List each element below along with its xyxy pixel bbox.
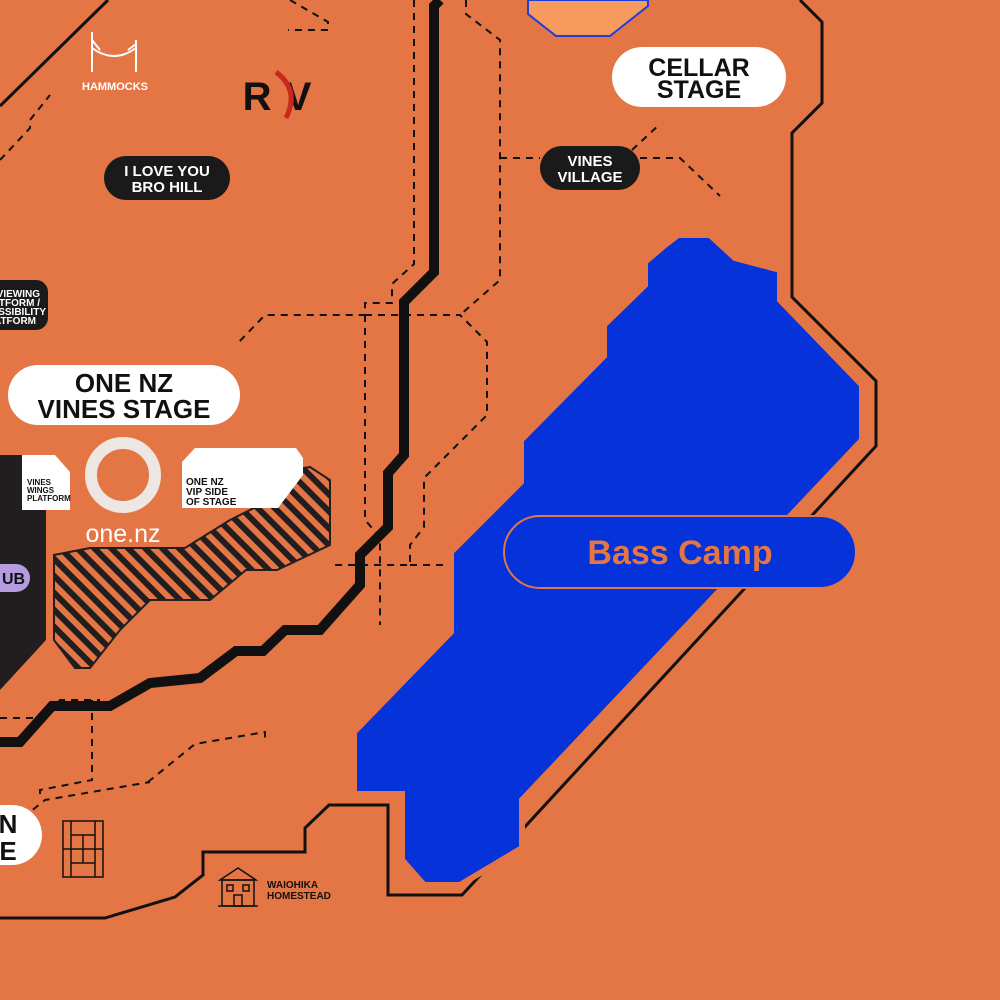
one-nz-vip-line-3: OF STAGE: [186, 497, 237, 508]
purple-tag[interactable]: UB: [0, 564, 30, 592]
viewing-platform-label[interactable]: VIEWING PLATFORM / ACCESSIBILITY PLATFOR…: [0, 280, 48, 330]
one-nz-vines-stage-pill[interactable]: ONE NZ VINES STAGE: [8, 365, 240, 425]
cellar-stage-line-2: STAGE: [657, 76, 741, 104]
one-nz-vip-line-1: ONE NZ: [186, 477, 224, 488]
bass-camp-pill[interactable]: Bass Camp: [503, 515, 857, 589]
homestead-icon: [217, 867, 259, 907]
dashed-paths: [0, 0, 721, 831]
bro-hill-line-1: I LOVE YOU: [124, 163, 210, 180]
viewing-line-1: VIEWING: [0, 289, 40, 300]
vines-wings-platform-label-3: PLATFORM: [27, 494, 71, 503]
cellar-stage-line-1: CELLAR: [648, 54, 749, 82]
vines-stage-line-1: ONE NZ: [75, 368, 173, 398]
one-nz-vip-label[interactable]: ONE NZ VIP SIDE OF STAGE: [182, 448, 303, 508]
one-nz-logo-text: one.nz: [85, 520, 160, 548]
cut-off-stage-line-1: N: [0, 809, 17, 839]
bass-camp-label: Bass Camp: [587, 534, 772, 572]
bro-hill-line-2: BRO HILL: [132, 179, 203, 196]
vines-stage-line-2: VINES STAGE: [38, 394, 211, 424]
hammocks-label: HAMMOCKS: [82, 81, 148, 93]
cut-off-stage-pill[interactable]: N E: [0, 805, 42, 866]
cellar-stage-pill[interactable]: CELLAR STAGE: [612, 47, 786, 107]
cut-off-stage-line-2: E: [0, 836, 17, 866]
vines-wings-platform-label-2: WINGS: [27, 486, 55, 495]
i-love-you-bro-hill-pill[interactable]: I LOVE YOU BRO HILL: [104, 156, 230, 200]
vines-village-line-2: VILLAGE: [557, 169, 622, 186]
one-nz-logo: one.nz: [85, 437, 161, 548]
one-nz-vip-line-2: VIP SIDE: [186, 487, 228, 498]
boundary-lines: [0, 0, 878, 920]
homestead-line-2: HOMESTEAD: [267, 891, 331, 902]
vines-village-pill[interactable]: VINES VILLAGE: [540, 146, 640, 190]
main-road: [0, 0, 444, 747]
hammock-icon: [91, 32, 137, 72]
homestead-line-1: WAIOHIKA: [267, 880, 318, 891]
vip-hatched-area: [53, 465, 331, 669]
waiohika-homestead[interactable]: WAIOHIKA HOMESTEAD: [217, 867, 331, 907]
viewing-line-4: PLATFORM: [0, 316, 36, 327]
tennis-court-icon: [62, 820, 104, 878]
hammocks[interactable]: HAMMOCKS: [82, 32, 148, 93]
viewing-line-3: ACCESSIBILITY: [0, 307, 46, 318]
vines-village-line-1: VINES: [567, 153, 612, 170]
rv-logo: RV: [243, 70, 326, 120]
purple-tag-label: UB: [2, 571, 25, 588]
vines-wings-platform-label-1: VINES: [27, 478, 52, 487]
rv-logo-text: RV: [243, 75, 326, 119]
viewing-line-2: PLATFORM /: [0, 298, 40, 309]
top-area: [527, 0, 649, 37]
